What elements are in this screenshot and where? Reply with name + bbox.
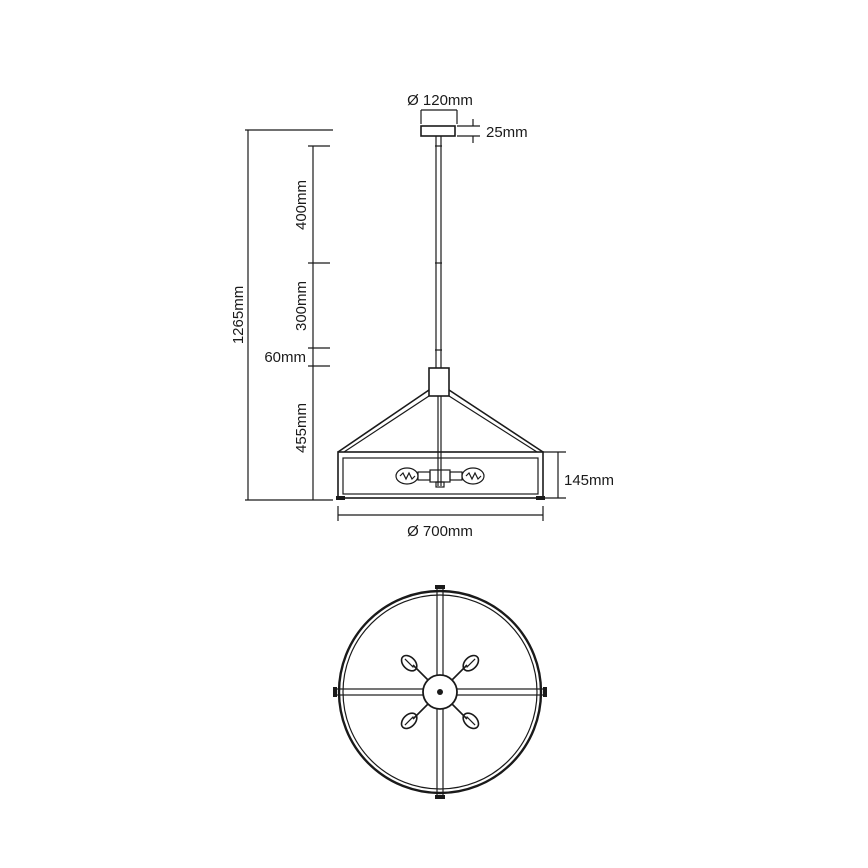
total-height-label: 1265mm	[230, 286, 247, 344]
canopy-diameter-label: Ø 120mm	[407, 92, 473, 109]
top-hub-center	[437, 689, 443, 695]
top-bulb-ne	[462, 654, 480, 672]
bulb-hub-bottom	[435, 481, 445, 488]
bulb-hub	[429, 469, 451, 483]
segment-455-label: 455mm	[293, 403, 310, 453]
shade-height-label: 145mm	[564, 472, 614, 489]
top-bulb-se	[462, 712, 480, 730]
bar-cap-bottom	[435, 795, 445, 799]
cage-arm-right	[448, 389, 544, 453]
segment-300-label: 300mm	[293, 281, 310, 331]
shade-band-inner	[342, 457, 539, 495]
center-hub	[428, 367, 450, 397]
bulb-right	[449, 467, 485, 485]
segment-400-label: 400mm	[293, 180, 310, 230]
outer-ring-inner	[342, 594, 538, 790]
canopy-height-label: 25mm	[486, 124, 528, 141]
bar-cap-left	[333, 687, 337, 697]
cage-arm-left	[337, 389, 430, 453]
canopy	[420, 125, 456, 137]
top-bulb-sw	[400, 712, 418, 730]
top-bulb-nw	[400, 654, 418, 672]
side-view: Ø 120mm 25mm	[230, 92, 614, 540]
cage-arm-left-inner	[343, 395, 430, 453]
bulb-left	[395, 467, 431, 485]
shade-diameter-label: Ø 700mm	[407, 523, 473, 540]
cage-arm-right-inner	[448, 395, 538, 453]
top-view	[333, 585, 547, 799]
shade-band-outer	[337, 451, 544, 499]
shade-foot-right	[536, 496, 545, 500]
segment-60-label: 60mm	[264, 349, 306, 366]
bar-cap-top	[435, 585, 445, 589]
shade-foot-left	[336, 496, 345, 500]
outer-ring	[337, 589, 543, 795]
bar-cap-right	[543, 687, 547, 697]
